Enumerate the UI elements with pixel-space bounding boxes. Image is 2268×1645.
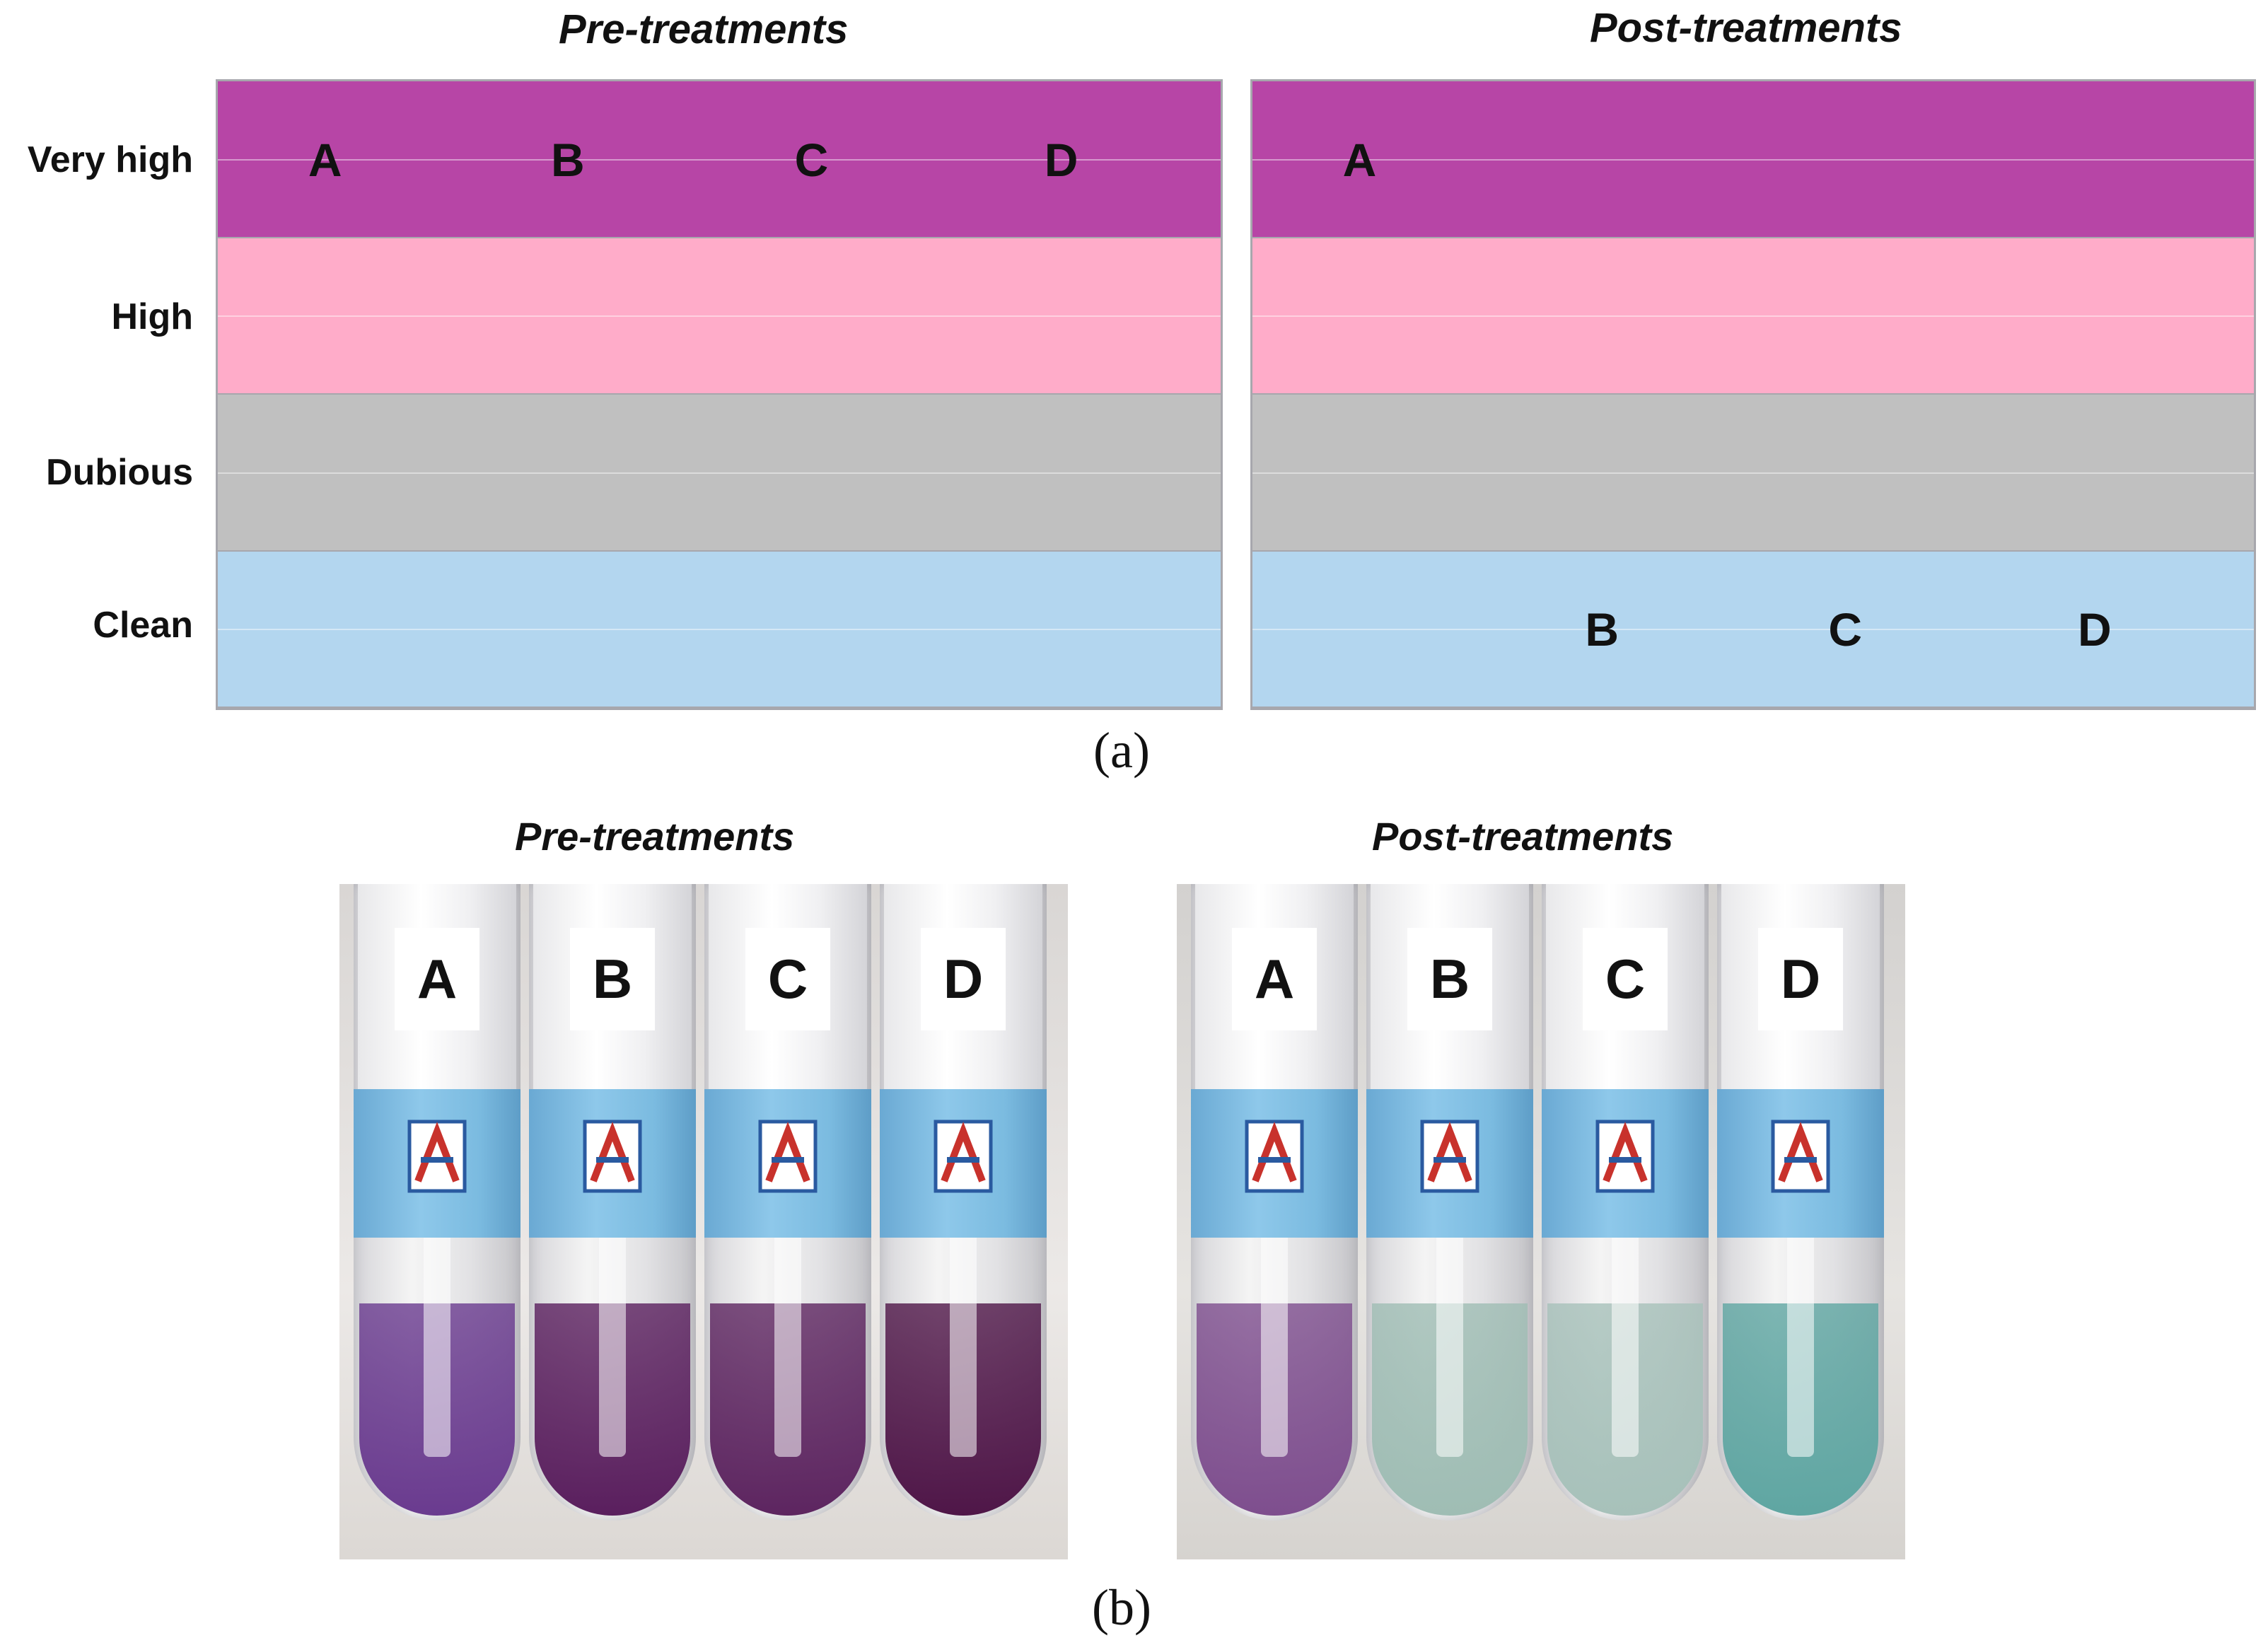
pre-tube-label-c: C — [745, 928, 830, 1030]
caption-b: (b) — [1092, 1579, 1151, 1636]
post-tube-label-d: D — [1758, 928, 1843, 1030]
tube-swab-rod — [1436, 1223, 1463, 1457]
caption-a: (a) — [1093, 722, 1150, 779]
pre-sample-c: C — [794, 133, 829, 186]
level-band-dubious — [218, 395, 1221, 552]
post-tube-c — [1542, 884, 1709, 1559]
post-treatment-level-chart: A B C D — [1250, 79, 2256, 710]
post-sample-b: B — [1585, 603, 1619, 656]
liofilchem-logo-icon — [1771, 1120, 1830, 1193]
liofilchem-logo-icon — [1595, 1120, 1655, 1193]
level-label-very-high: Very high — [27, 139, 193, 180]
liofilchem-logo-icon — [934, 1120, 993, 1193]
pre-treatments-title-a: Pre-treatments — [559, 6, 849, 52]
liofilchem-logo-icon — [758, 1120, 818, 1193]
pre-tube-label-b: B — [570, 928, 655, 1030]
pre-treatment-level-chart: A B C D — [216, 79, 1223, 710]
band-gridline — [218, 315, 1221, 318]
level-band-very-high — [1252, 81, 2254, 238]
pre-tube-label-a: A — [395, 928, 479, 1030]
level-band-high — [1252, 238, 2254, 395]
level-band-high — [218, 238, 1221, 395]
band-gridline — [1252, 472, 2254, 474]
post-sample-c: C — [1828, 603, 1863, 656]
tube-swab-rod — [424, 1223, 450, 1457]
post-treatments-title-a: Post-treatments — [1590, 5, 1902, 51]
pre-sample-a: A — [308, 133, 342, 186]
band-gridline — [218, 472, 1221, 474]
pre-tube-b — [529, 884, 696, 1559]
level-label-clean: Clean — [93, 605, 193, 646]
band-gridline — [1252, 315, 2254, 318]
band-gridline — [218, 629, 1221, 631]
band-gridline — [1252, 158, 2254, 161]
pre-tube-label-d: D — [921, 928, 1006, 1030]
liofilchem-logo-icon — [583, 1120, 642, 1193]
level-band-dubious — [1252, 395, 2254, 552]
tube-swab-rod — [1612, 1223, 1639, 1457]
liofilchem-logo-icon — [1245, 1120, 1304, 1193]
post-tube-label-b: B — [1407, 928, 1492, 1030]
pre-sample-b: B — [551, 133, 585, 186]
post-treatments-title-b: Post-treatments — [1372, 814, 1674, 859]
tube-swab-rod — [950, 1223, 977, 1457]
tube-swab-rod — [1787, 1223, 1814, 1457]
pre-treatments-title-b: Pre-treatments — [515, 814, 795, 859]
tube-swab-rod — [1261, 1223, 1288, 1457]
level-label-high: High — [111, 296, 193, 337]
band-gridline — [218, 158, 1221, 161]
tube-swab-rod — [774, 1223, 801, 1457]
level-band-clean — [1252, 551, 2254, 708]
level-band-very-high — [218, 81, 1221, 238]
level-label-dubious: Dubious — [46, 452, 193, 493]
post-sample-d: D — [2078, 603, 2112, 656]
post-tube-label-c: C — [1583, 928, 1668, 1030]
post-tube-label-a: A — [1232, 928, 1317, 1030]
level-band-clean — [218, 551, 1221, 708]
tube-swab-rod — [599, 1223, 626, 1457]
liofilchem-logo-icon — [1420, 1120, 1479, 1193]
post-tube-d — [1717, 884, 1884, 1559]
liofilchem-logo-icon — [407, 1120, 467, 1193]
pre-sample-d: D — [1044, 133, 1078, 186]
band-gridline — [1252, 629, 2254, 631]
post-sample-a: A — [1342, 133, 1377, 186]
